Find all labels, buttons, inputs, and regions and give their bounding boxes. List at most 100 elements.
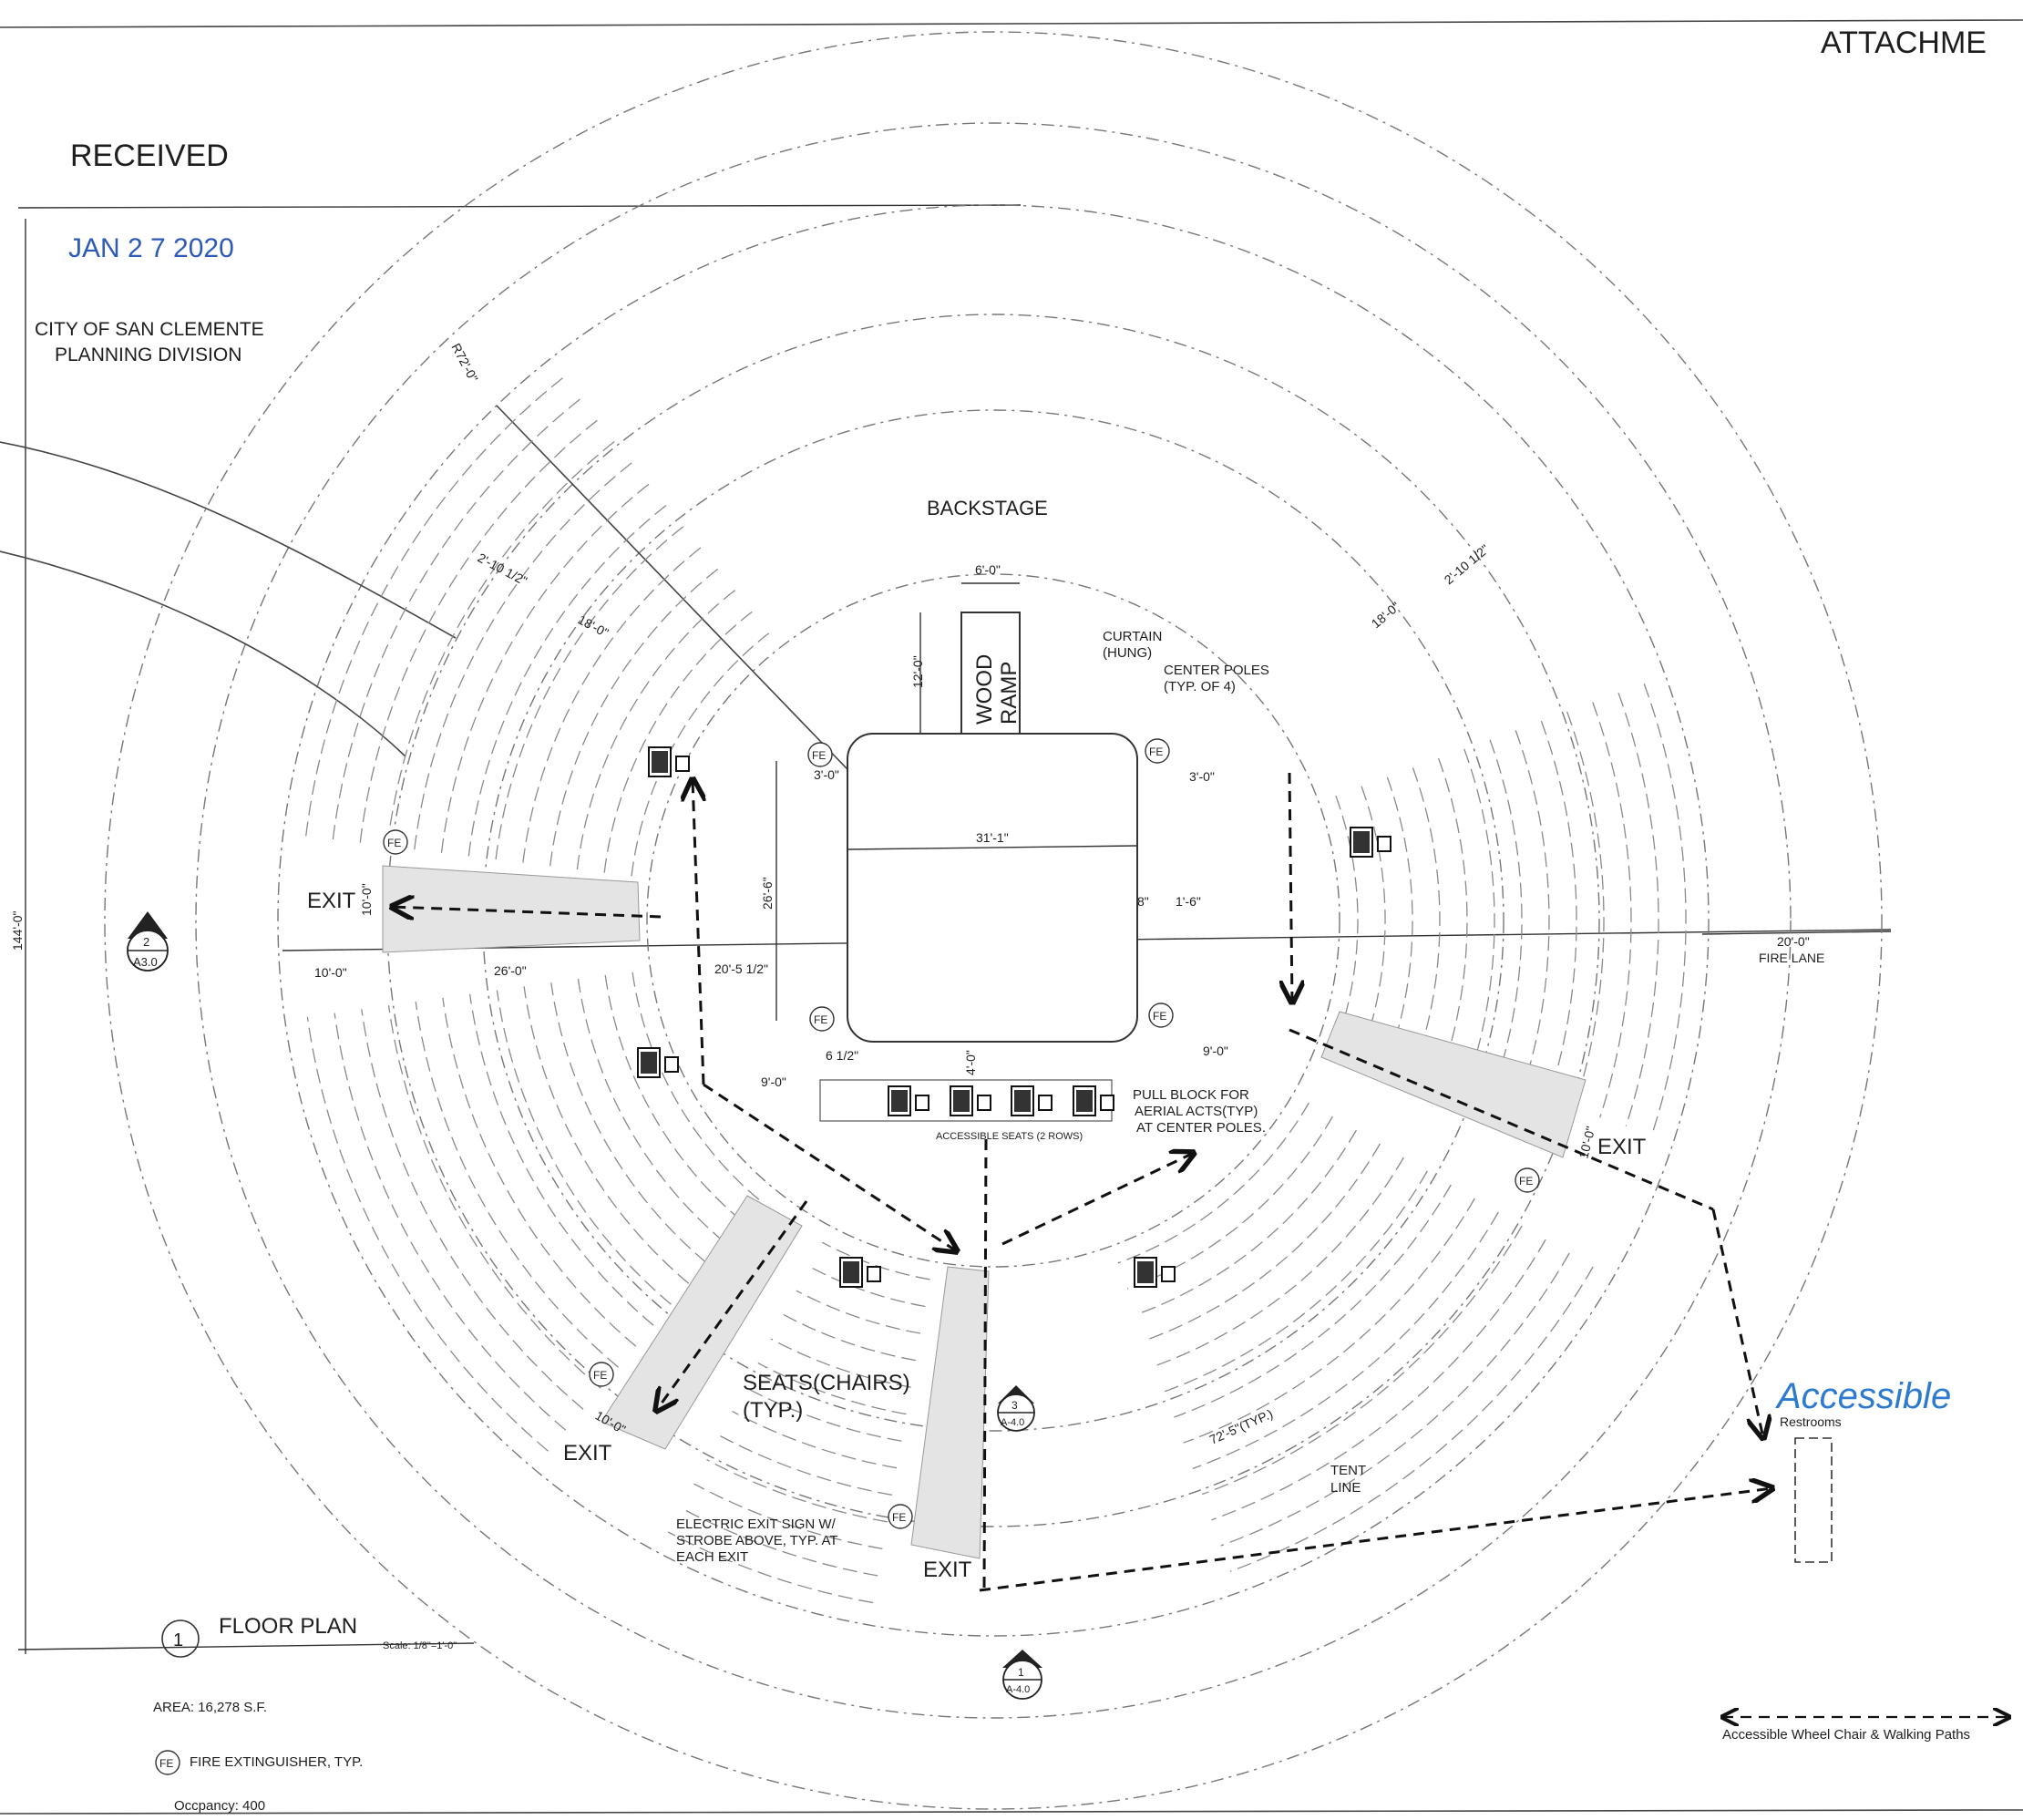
stage (775, 582, 1138, 1122)
seat-row (1617, 693, 1659, 1126)
tent-line-ring (195, 122, 1792, 1719)
dim-2-10-west: 2'-10 1/2" (476, 550, 530, 589)
seat-row (523, 986, 690, 1284)
aisle-west (382, 865, 641, 953)
section-marker-1: 1 A-4.0 (1002, 1650, 1042, 1700)
exit-south: EXIT (923, 1558, 972, 1582)
seat-row (1566, 711, 1605, 1110)
dim-31-1: 31'-1" (976, 830, 1009, 845)
fe-legend-symbol: FE (159, 1757, 173, 1770)
area-legend: AREA: 16,278 S.F. (153, 1700, 267, 1715)
pull-block-note: PULL BLOCK FOR (1133, 1087, 1249, 1103)
dim-26: 26'-0" (494, 963, 527, 978)
seat-row (550, 982, 707, 1263)
dim-10-outer: 10'-0" (314, 965, 347, 980)
floor-plan-title: FLOOR PLAN (219, 1614, 357, 1639)
restroom-label: Restrooms (1780, 1414, 1842, 1429)
seating-rows (305, 374, 1687, 1604)
seat-row (1540, 720, 1577, 1102)
legend-shapes: FE (155, 1619, 2009, 1775)
received-date: JAN 2 7 2020 (68, 233, 234, 263)
seat-row (1183, 1198, 1475, 1444)
seat-row (693, 1483, 883, 1550)
seat-row (632, 971, 760, 1200)
seat-row (414, 460, 635, 850)
title-number: 1 (173, 1630, 183, 1650)
seat-row (1164, 1170, 1428, 1393)
seat-row (1155, 1157, 1404, 1367)
dim-8: 8" (1137, 894, 1149, 909)
seat-row (577, 978, 724, 1242)
seat-row (732, 1411, 898, 1469)
seat-row (667, 1531, 874, 1604)
wheelchair-seat-icon (1134, 1257, 1176, 1288)
sheet-border (0, 19, 2023, 1815)
dim-144: 144'-0" (10, 911, 25, 951)
svg-text:2: 2 (143, 935, 149, 949)
seat-row (306, 1016, 549, 1452)
exit-east: EXIT (1597, 1135, 1647, 1159)
seat-row (1643, 683, 1687, 1136)
dim-4: 4'-0" (963, 1050, 978, 1075)
stage-ring (646, 573, 1340, 1268)
fire-lane-dim: 20'-0" (1777, 934, 1810, 949)
seat-row (334, 1013, 567, 1431)
curved-walkway (0, 441, 457, 757)
seat-row (386, 438, 618, 847)
wood-ramp-label-2: RAMP (997, 662, 1022, 725)
dim-1-6: 1'-6" (1176, 894, 1201, 909)
wood-ramp-label: WOOD (972, 654, 997, 725)
seats-typ-label: (TYP.) (743, 1398, 803, 1423)
seat-row (332, 396, 585, 840)
fire-extinguisher-icon: FE (1515, 1167, 1540, 1193)
city-name: CITY OF SAN CLEMENTE (35, 319, 264, 340)
svg-text:1: 1 (1018, 1666, 1024, 1679)
fe-legend-text: FIRE EXTINGUISHER, TYP. (190, 1754, 363, 1770)
curtain-note-2: (HUNG) (1103, 645, 1152, 661)
received-stamp: RECEIVED (70, 139, 229, 173)
wheelchair-seat-icon (1011, 1085, 1053, 1116)
seats-label: SEATS(CHAIRS) (743, 1371, 910, 1395)
fire-extinguisher-icon: FE (809, 1006, 835, 1032)
dim-3-east: 3'-0" (1189, 769, 1215, 784)
svg-text:3: 3 (1012, 1399, 1018, 1412)
svg-text:A-4.0: A-4.0 (1001, 1417, 1024, 1428)
dim-18-east: 18'-0" (1369, 599, 1403, 631)
radius-dim: R72'-0" (448, 341, 481, 385)
dim-20-5: 20'-5 1/2" (714, 961, 768, 976)
exit-sign-note: ELECTRIC EXIT SIGN W/ (676, 1517, 837, 1532)
seat-row (1201, 1225, 1523, 1496)
tent-line-note: TENT (1330, 1463, 1366, 1478)
seat-row (361, 1009, 584, 1410)
seat-row (1412, 767, 1441, 1059)
division-name: PLANNING DIVISION (55, 344, 241, 365)
dim-10-west: 10'-0" (359, 883, 374, 916)
text-layer: ATTACHME RECEIVED JAN 2 7 2020 CITY OF S… (10, 26, 1987, 1814)
seat-row (1386, 776, 1413, 1051)
path-legend-text: Accessible Wheel Chair & Walking Paths (1722, 1727, 1970, 1743)
dim-26-6: 26'-6" (760, 877, 775, 910)
svg-text:FE: FE (593, 1369, 607, 1382)
seat-row (1220, 1252, 1570, 1547)
seat-row (1361, 786, 1386, 1043)
seat-row (440, 481, 652, 853)
seat-row (808, 1266, 926, 1308)
exit-sign-note-2: STROBE ABOVE, TYP. AT (676, 1533, 838, 1548)
seat-row (496, 990, 672, 1305)
seat-row (1145, 1143, 1381, 1342)
seat-row (1437, 757, 1468, 1067)
seat-row (1117, 1102, 1309, 1264)
center-poles-note: CENTER POLES (1164, 663, 1269, 678)
scale-note: Scale: 1/8"=1'-0" (383, 1640, 457, 1651)
fire-extinguisher-icon: FE (383, 829, 408, 855)
pull-block-note-2: AERIAL ACTS(TYP) (1135, 1104, 1258, 1119)
wheelchair-seat-icon (1350, 827, 1391, 858)
attachment-header: ATTACHME (1821, 26, 1987, 60)
dim-10-east: 10'-0" (1576, 1125, 1597, 1160)
aisle-south (910, 1266, 990, 1559)
wheelchair-seat-icon (637, 1047, 679, 1078)
dim-72-5: 72'-5"(TYP.) (1207, 1406, 1275, 1447)
section-marker-3: 3 A-4.0 (997, 1385, 1035, 1432)
seat-row (706, 1459, 888, 1523)
accessible-seats-label: ACCESSIBLE SEATS (2 ROWS) (936, 1131, 1083, 1142)
